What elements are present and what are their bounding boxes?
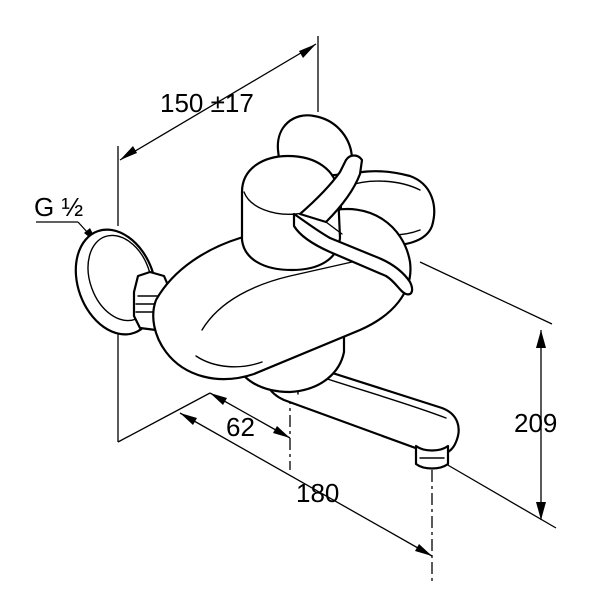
arrowhead xyxy=(180,413,197,425)
dimension-label-projection-62: 62 xyxy=(226,412,255,442)
dimension-label-connection-thread: G ½ xyxy=(34,192,84,222)
dimension-label-height-209: 209 xyxy=(514,408,558,438)
arrowhead xyxy=(273,426,290,438)
extension-lines xyxy=(117,36,557,529)
dimension-label-inlet-spacing: 150 ±17 xyxy=(160,88,254,118)
center-lines xyxy=(289,392,433,584)
arrowhead xyxy=(299,44,316,58)
lever-handle-top xyxy=(298,154,364,224)
dimline-150 xyxy=(119,43,317,161)
arrowhead xyxy=(210,393,227,405)
dimension-lines xyxy=(36,43,546,557)
dimline-180 xyxy=(179,412,433,557)
faucet xyxy=(74,114,460,470)
aerator xyxy=(414,444,450,470)
arrowhead xyxy=(536,330,546,348)
dimension-label-spout-180: 180 xyxy=(296,478,340,508)
lever-handle xyxy=(292,212,414,296)
arrowhead xyxy=(415,544,432,556)
arrowhead xyxy=(536,502,546,520)
arrowhead xyxy=(120,146,137,160)
